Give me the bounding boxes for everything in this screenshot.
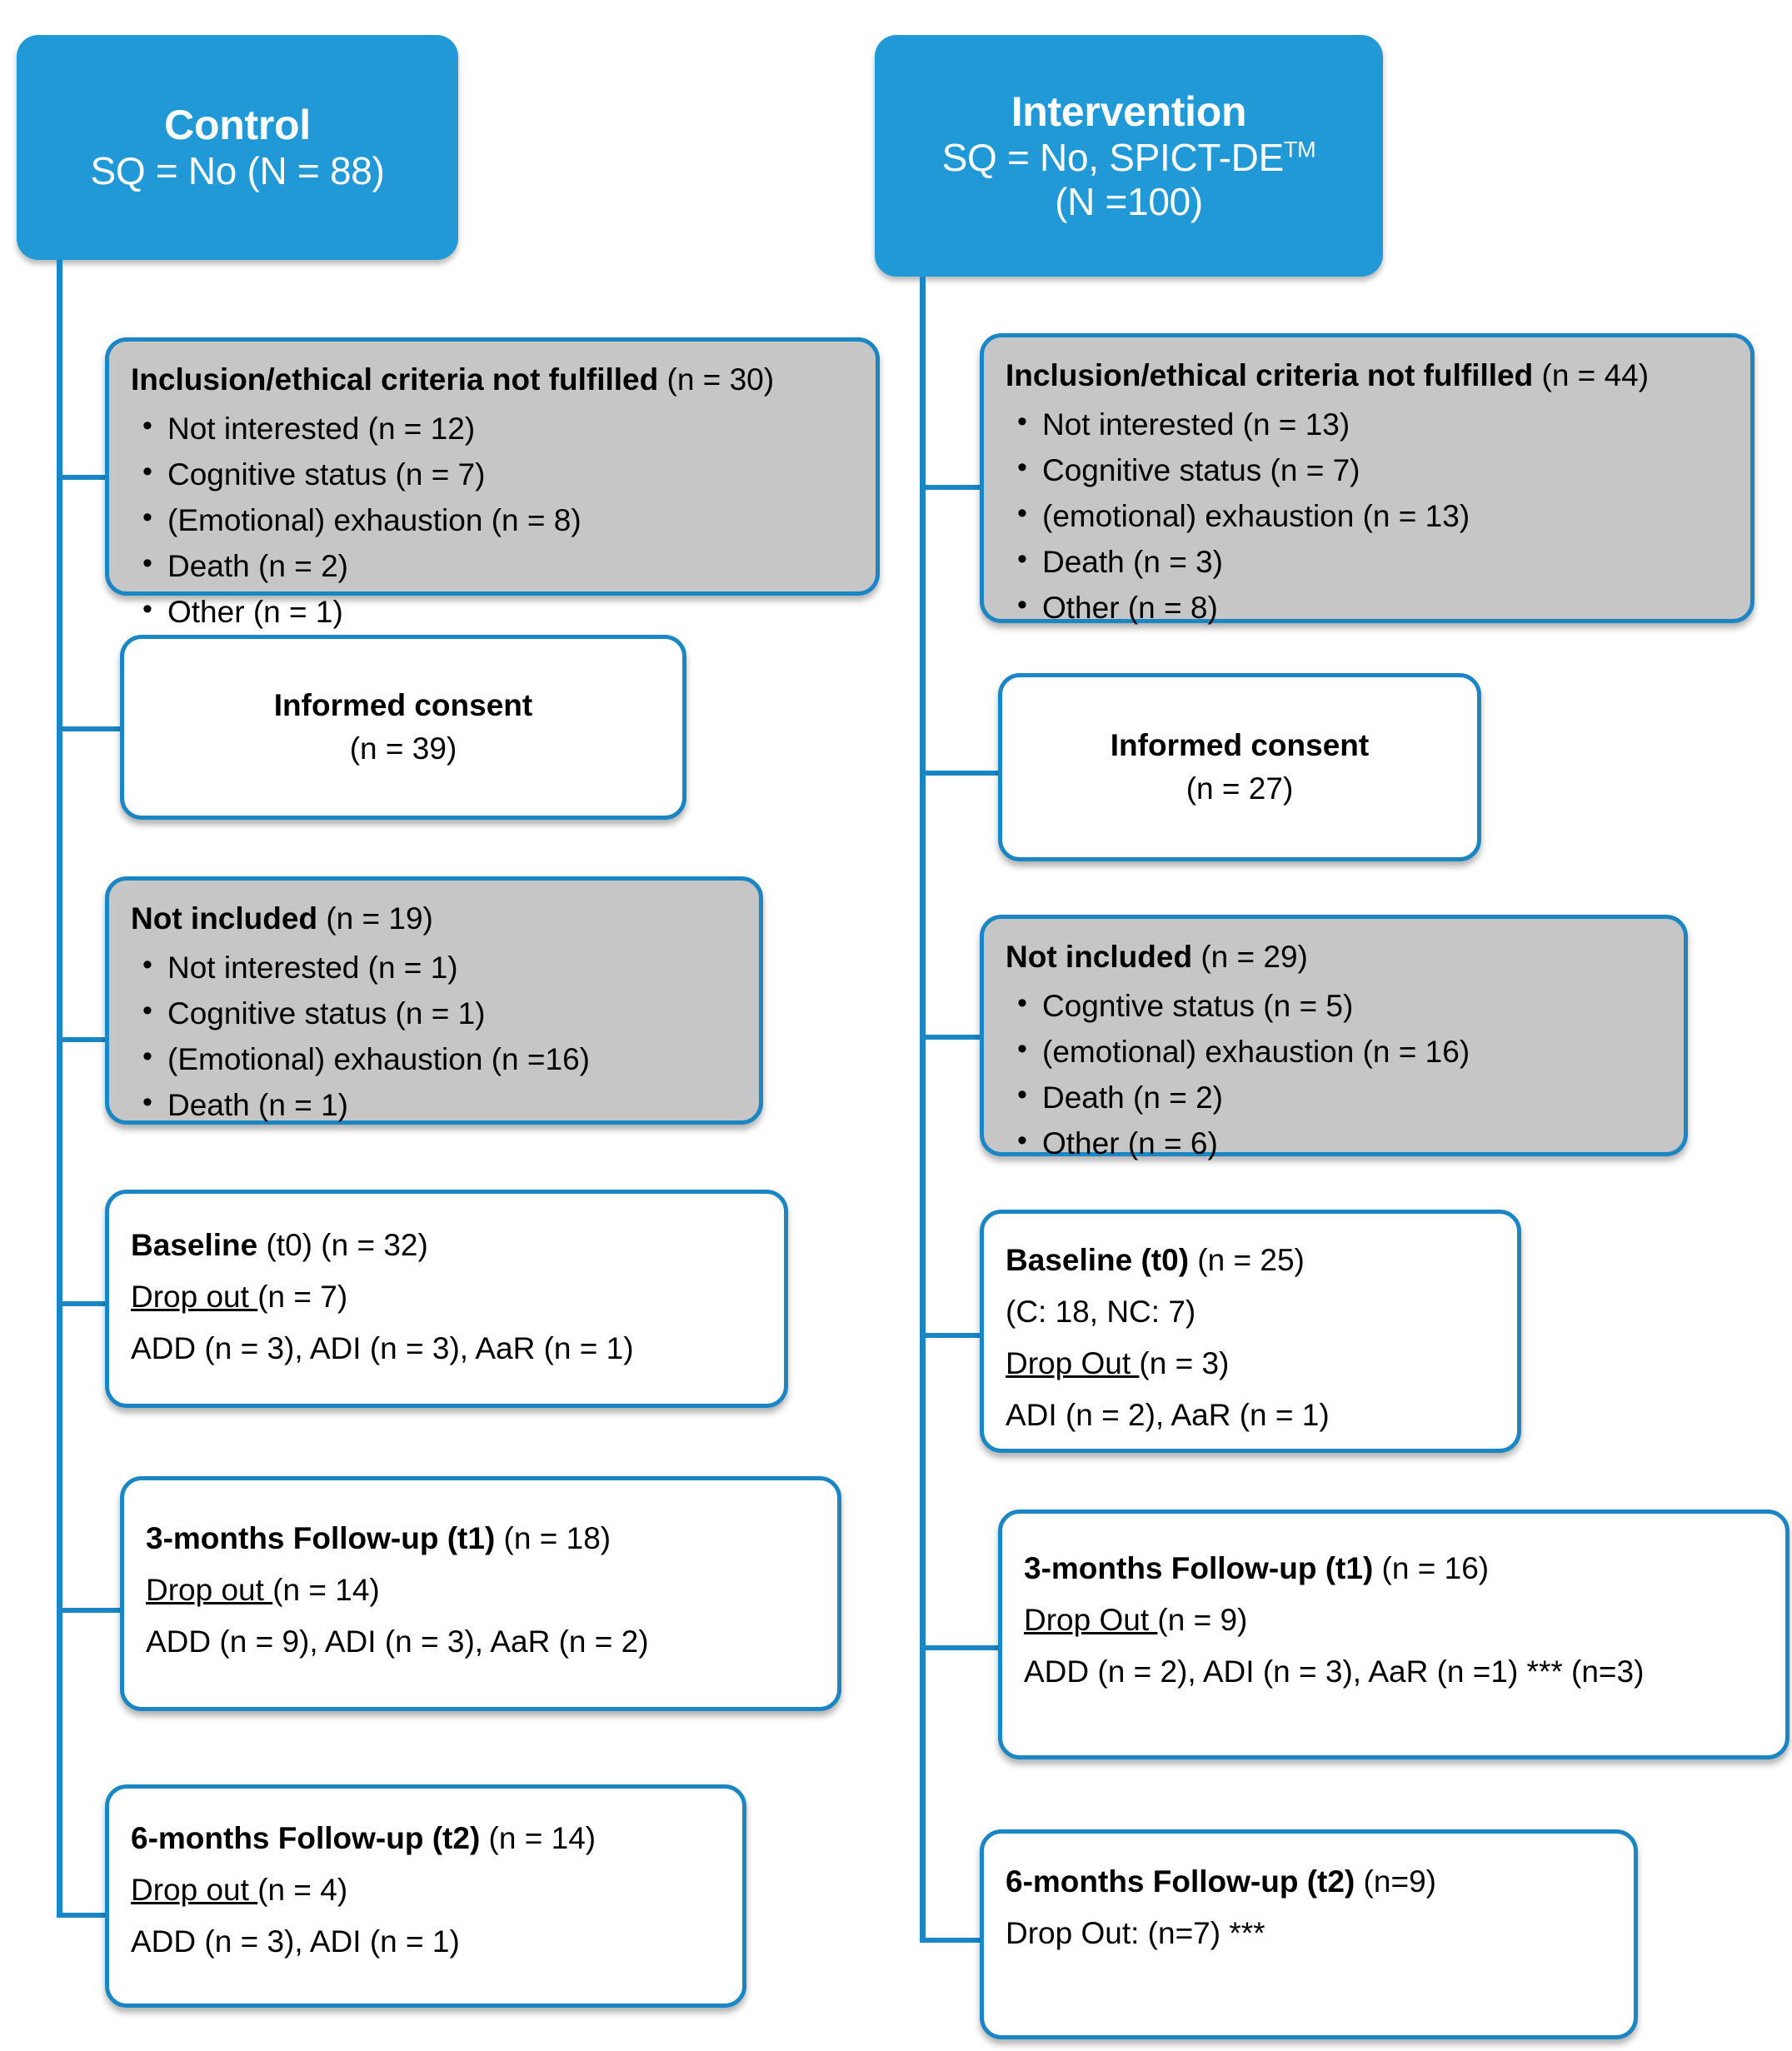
list-item: (emotional) exhaustion (n = 13) — [1017, 497, 1729, 535]
intervention-excluded-criteria-list: Not interested (n = 13) Cognitive status… — [1006, 406, 1729, 626]
control-branch-baseline — [57, 1301, 108, 1306]
control-baseline-dropout: Drop out (n = 7) — [131, 1280, 348, 1315]
list-item: Not interested (n = 13) — [1017, 406, 1729, 443]
control-baseline-dropout-detail: ADD (n = 3), ADI (n = 3), AaR (n = 1) — [131, 1331, 634, 1366]
control-not-included-heading: Not included (n = 19) — [131, 901, 433, 936]
intervention-arm-header: Intervention SQ = No, SPICT-DETM (N =100… — [875, 35, 1383, 277]
control-informed-consent-count: (n = 39) — [349, 731, 457, 766]
control-branch-consent — [57, 726, 122, 731]
control-excluded-criteria-box: Inclusion/ethical criteria not fulfilled… — [105, 337, 880, 629]
intervention-informed-consent-heading: Informed consent — [1110, 727, 1370, 762]
list-item: Cognitive status (n = 1) — [142, 995, 737, 1032]
intervention-not-included-heading: Not included (n = 29) — [1006, 940, 1308, 974]
intervention-excluded-criteria-heading: Inclusion/ethical criteria not fulfilled… — [1006, 358, 1650, 392]
control-arm-header: Control SQ = No (N = 88) — [17, 35, 458, 260]
list-item: Other (n = 8) — [1017, 589, 1729, 626]
control-followup-t2-dropout: Drop out (n = 4) — [131, 1873, 348, 1908]
intervention-branch-baseline — [920, 1333, 1000, 1338]
intervention-branch-excluded1 — [920, 485, 983, 490]
intervention-branch-t2 — [920, 1938, 1000, 1943]
list-item: Other (n = 6) — [1017, 1125, 1662, 1162]
intervention-followup-t2-heading: 6-months Follow-up (t2) (n=9) — [1006, 1864, 1436, 1899]
list-item: Death (n = 1) — [142, 1086, 737, 1124]
list-item: (emotional) exhaustion (n = 16) — [1017, 1033, 1662, 1070]
intervention-followup-t2-dropout-detail: Drop Out: (n=7) *** — [1006, 1916, 1265, 1951]
intervention-baseline-split: (C: 18, NC: 7) — [1006, 1295, 1196, 1330]
control-branch-t1 — [57, 1608, 122, 1613]
control-branch-excluded2 — [57, 1037, 108, 1042]
control-arm-subtitle: SQ = No (N = 88) — [90, 149, 385, 193]
intervention-baseline-dropout-detail: ADI (n = 2), AaR (n = 1) — [1006, 1398, 1330, 1433]
intervention-baseline-heading: Baseline (t0) (n = 25) — [1006, 1243, 1305, 1277]
control-followup-t2-heading: 6-months Follow-up (t2) (n = 14) — [131, 1821, 597, 1855]
control-arm-title: Control — [164, 102, 311, 149]
control-informed-consent-heading: Informed consent — [273, 687, 533, 722]
control-not-included-box: Not included (n = 19) Not interested (n … — [105, 876, 763, 1125]
trademark-mark: TM — [1283, 137, 1316, 162]
intervention-trunk-line — [920, 277, 926, 1943]
control-not-included-list: Not interested (n = 1) Cognitive status … — [131, 949, 737, 1124]
list-item: (Emotional) exhaustion (n =16) — [142, 1040, 737, 1078]
control-baseline-heading: Baseline (t0) (n = 32) — [131, 1228, 428, 1262]
control-excluded-criteria-heading: Inclusion/ethical criteria not fulfilled… — [131, 362, 775, 397]
control-followup-t1-heading: 3-months Follow-up (t1) (n = 18) — [146, 1521, 611, 1555]
intervention-branch-consent — [920, 771, 1000, 776]
intervention-branch-t1 — [920, 1645, 1000, 1650]
control-followup-t1-dropout-detail: ADD (n = 9), ADI (n = 3), AaR (n = 2) — [146, 1624, 649, 1659]
intervention-followup-t1-box: 3-months Follow-up (t1) (n = 16) Drop Ou… — [998, 1510, 1790, 1759]
list-item: Death (n = 2) — [1017, 1079, 1662, 1116]
intervention-arm-title: Intervention — [1011, 88, 1247, 136]
list-item: Death (n = 3) — [1017, 543, 1729, 581]
intervention-branch-excluded2 — [920, 1035, 983, 1040]
intervention-followup-t1-heading: 3-months Follow-up (t1) (n = 16) — [1024, 1551, 1490, 1585]
intervention-followup-t1-dropout: Drop Out (n = 9) — [1024, 1603, 1248, 1638]
intervention-baseline-dropout: Drop Out (n = 3) — [1006, 1346, 1230, 1381]
intervention-followup-t2-box: 6-months Follow-up (t2) (n=9) Drop Out: … — [980, 1829, 1638, 2039]
list-item: Other (n = 1) — [142, 593, 854, 631]
intervention-not-included-box: Not included (n = 29) Cogntive status (n… — [980, 915, 1688, 1160]
control-informed-consent-box: Informed consent (n = 39) — [120, 635, 686, 820]
intervention-arm-subtitle-line2: (N =100) — [1055, 179, 1203, 223]
intervention-informed-consent-count: (n = 27) — [1186, 771, 1294, 806]
control-followup-t2-box: 6-months Follow-up (t2) (n = 14) Drop ou… — [105, 1784, 746, 2008]
list-item: Cognitive status (n = 7) — [1017, 452, 1729, 489]
control-trunk-line — [57, 260, 62, 1918]
intervention-baseline-box: Baseline (t0) (n = 25) (C: 18, NC: 7) Dr… — [980, 1210, 1521, 1453]
control-followup-t1-dropout: Drop out (n = 14) — [146, 1573, 380, 1608]
control-followup-t2-dropout-detail: ADD (n = 3), ADI (n = 1) — [131, 1924, 460, 1959]
intervention-followup-t1-dropout-detail: ADD (n = 2), ADI (n = 3), AaR (n =1) ***… — [1024, 1654, 1645, 1689]
control-branch-t2 — [57, 1913, 108, 1918]
control-followup-t1-box: 3-months Follow-up (t1) (n = 18) Drop ou… — [120, 1476, 841, 1711]
intervention-informed-consent-box: Informed consent (n = 27) — [998, 673, 1481, 861]
control-excluded-criteria-list: Not interested (n = 12) Cognitive status… — [131, 410, 854, 631]
control-branch-excluded1 — [57, 475, 108, 480]
list-item: (Emotional) exhaustion (n = 8) — [142, 502, 854, 539]
intervention-excluded-criteria-box: Inclusion/ethical criteria not fulfilled… — [980, 333, 1755, 626]
intervention-arm-subtitle-line1: SQ = No, SPICT-DETM — [941, 136, 1316, 180]
list-item: Death (n = 2) — [142, 547, 854, 585]
list-item: Cogntive status (n = 5) — [1017, 987, 1662, 1025]
list-item: Not interested (n = 12) — [142, 410, 854, 447]
intervention-not-included-list: Cogntive status (n = 5) (emotional) exha… — [1006, 987, 1662, 1162]
control-baseline-box: Baseline (t0) (n = 32) Drop out (n = 7) … — [105, 1190, 788, 1408]
list-item: Cognitive status (n = 7) — [142, 456, 854, 493]
list-item: Not interested (n = 1) — [142, 949, 737, 986]
